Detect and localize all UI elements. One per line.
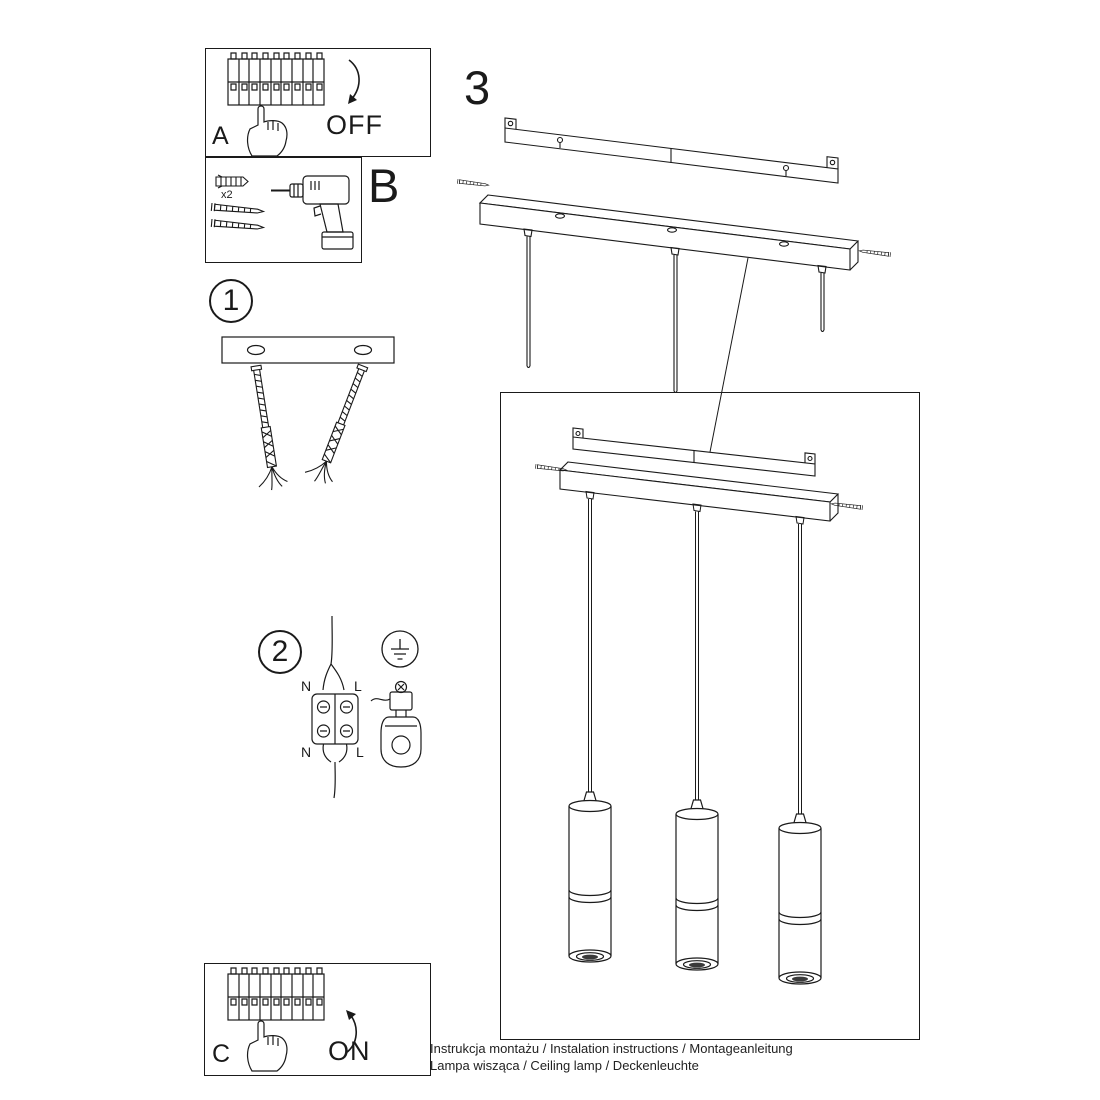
breaker-panel-on-art <box>227 967 325 1072</box>
step-3-number: 3 <box>464 61 491 114</box>
wall-plug-icon <box>215 174 249 189</box>
screw-quantity-label: x2 <box>221 189 233 201</box>
pendant-cables-art <box>585 490 805 814</box>
panel-c-frame <box>204 963 431 1076</box>
ground-symbol-icon <box>381 630 419 668</box>
terminal-l-bottom-label: L <box>356 744 364 760</box>
step-2-badge: 2 <box>258 630 302 674</box>
screw-icon-1 <box>210 202 265 217</box>
assembly-screw-right-icon <box>830 501 863 511</box>
cable-gland-art <box>370 680 422 768</box>
off-arrow-icon <box>348 59 360 104</box>
power-on-label: ON <box>328 1036 371 1066</box>
wiring-terminal-art <box>311 615 359 799</box>
pendant-lamp-left <box>568 791 612 963</box>
panel-a-label: A <box>212 122 229 150</box>
panel-b-label: B <box>368 159 400 212</box>
terminal-l-top-label: L <box>354 678 362 694</box>
panel-a-frame <box>205 48 431 157</box>
breaker-panel-off-art <box>227 52 325 157</box>
step-1-number: 1 <box>222 284 240 317</box>
power-off-label: OFF <box>326 110 383 140</box>
panel-c-label: C <box>212 1040 231 1068</box>
pendant-lamp-middle <box>675 799 719 971</box>
step-2-number: 2 <box>271 635 289 668</box>
mounting-bracket-assembled-art <box>572 427 816 477</box>
terminal-n-bottom-label: N <box>301 744 312 760</box>
pendant-lamp-right <box>778 813 822 985</box>
anchor-left-art <box>239 363 289 493</box>
assembly-view-frame <box>500 392 920 1040</box>
anchor-right-art <box>302 359 376 488</box>
canopy-assembled-art <box>558 461 840 522</box>
on-arrow-icon <box>345 1010 357 1054</box>
mounting-bracket-exploded-art <box>504 117 839 184</box>
terminal-n-top-label: N <box>301 678 312 694</box>
footer-instructions-title: Instrukcja montażu / Instalation instruc… <box>430 1041 793 1056</box>
detail-pointer-line <box>709 257 749 453</box>
screw-icon-2 <box>210 218 265 233</box>
footer-product-name: Lampa wisząca / Ceiling lamp / Deckenleu… <box>430 1058 699 1073</box>
canopy-screw-left-icon <box>457 178 490 188</box>
panel-b-frame <box>205 157 362 263</box>
mounting-plate-art <box>221 336 395 364</box>
step-1-badge: 1 <box>209 279 253 323</box>
canopy-exploded-art <box>478 194 860 394</box>
drill-icon <box>271 175 354 250</box>
canopy-screw-right-icon <box>858 248 891 258</box>
